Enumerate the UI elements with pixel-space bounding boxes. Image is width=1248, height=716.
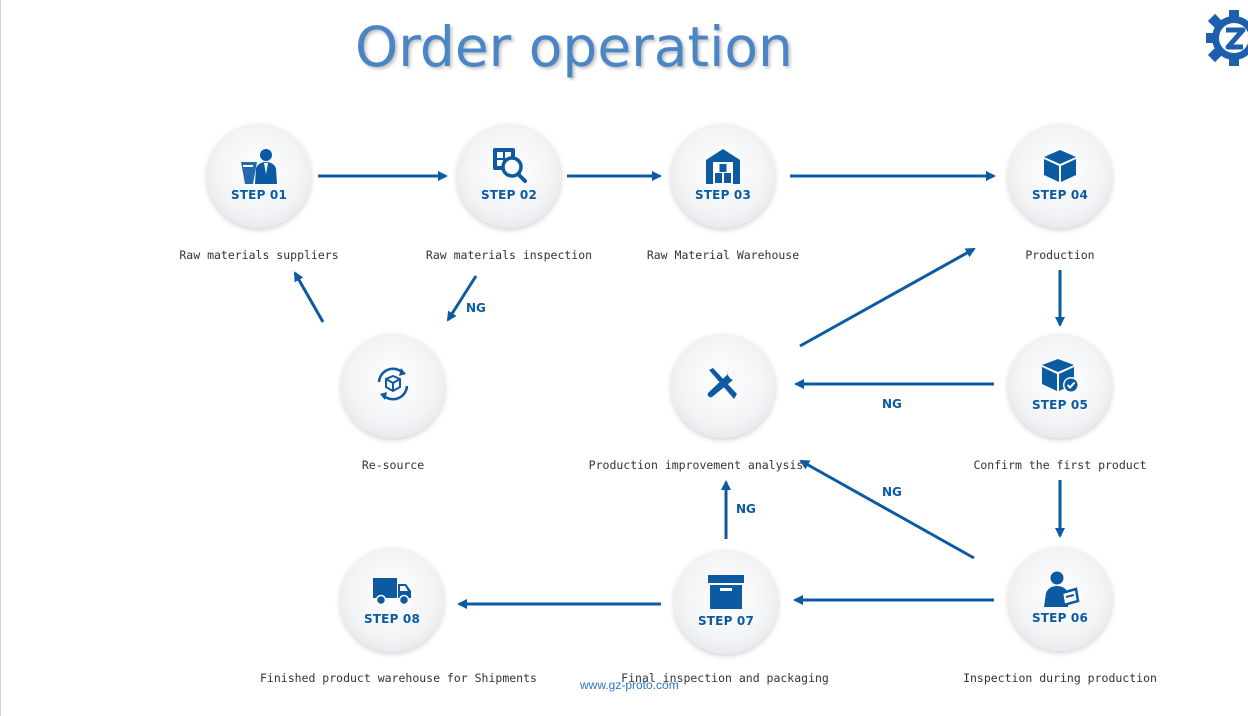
step04-caption: Production bbox=[1025, 248, 1095, 262]
inspector-clipboard-icon bbox=[1044, 571, 1080, 607]
resource-caption: Re-source bbox=[361, 458, 425, 472]
ng-label-step06: NG bbox=[882, 485, 902, 499]
step01-label: STEP 01 bbox=[230, 188, 288, 202]
box-check-icon bbox=[1042, 359, 1079, 393]
ng-label-step07: NG bbox=[736, 502, 756, 516]
arrow-step06-to-improvement bbox=[799, 459, 975, 560]
businessman-icon bbox=[241, 149, 277, 184]
step05-label: STEP 05 bbox=[1031, 398, 1089, 412]
step08-caption: Finished product warehouse for Shipments bbox=[260, 671, 537, 685]
arrow-improvement-to-step04 bbox=[799, 247, 976, 348]
ng-label-step05: NG bbox=[882, 397, 902, 411]
step07-label: STEP 07 bbox=[697, 614, 755, 628]
package-box-icon bbox=[708, 575, 744, 609]
website-url[interactable]: www.gz-proto.com bbox=[580, 678, 679, 692]
resource-node bbox=[341, 334, 445, 438]
gear-logo-icon bbox=[1206, 10, 1248, 66]
truck-icon bbox=[373, 578, 411, 606]
box-icon bbox=[1044, 150, 1076, 182]
step08-label: STEP 08 bbox=[363, 612, 421, 626]
step05-caption: Confirm the first product bbox=[973, 458, 1147, 472]
step08-node: STEP 08 bbox=[340, 548, 444, 652]
step05-node: STEP 05 bbox=[1008, 334, 1112, 438]
step06-node: STEP 06 bbox=[1008, 547, 1112, 651]
step02-node: STEP 02 bbox=[457, 124, 561, 228]
step01-caption: Raw materials suppliers bbox=[179, 248, 339, 262]
step03-label: STEP 03 bbox=[694, 188, 752, 202]
step07-caption: Final inspection and packaging bbox=[621, 671, 829, 685]
step07-node: STEP 07 bbox=[674, 550, 778, 654]
step04-node: STEP 04 bbox=[1008, 124, 1112, 228]
warehouse-icon bbox=[706, 149, 740, 184]
step01-node: STEP 01 bbox=[207, 124, 311, 228]
step02-label: STEP 02 bbox=[480, 188, 538, 202]
step06-label: STEP 06 bbox=[1031, 611, 1089, 625]
step03-caption: Raw Material Warehouse bbox=[646, 248, 800, 262]
step04-label: STEP 04 bbox=[1031, 188, 1089, 202]
ng-label-step02: NG bbox=[466, 301, 486, 315]
arrow-step02-to-resource bbox=[446, 275, 478, 322]
tools-icon bbox=[707, 368, 737, 399]
cycle-box-icon bbox=[377, 367, 409, 401]
improvement-caption: Production improvement analysis bbox=[588, 458, 804, 472]
step06-caption: Inspection during production bbox=[963, 671, 1157, 685]
step03-node: STEP 03 bbox=[671, 124, 775, 228]
improvement-node bbox=[671, 334, 775, 438]
arrow-resource-to-step01 bbox=[293, 271, 325, 323]
page-title: Order operation bbox=[355, 15, 793, 79]
step02-caption: Raw materials inspection bbox=[425, 248, 593, 262]
magnifier-inspection-icon bbox=[493, 148, 527, 183]
